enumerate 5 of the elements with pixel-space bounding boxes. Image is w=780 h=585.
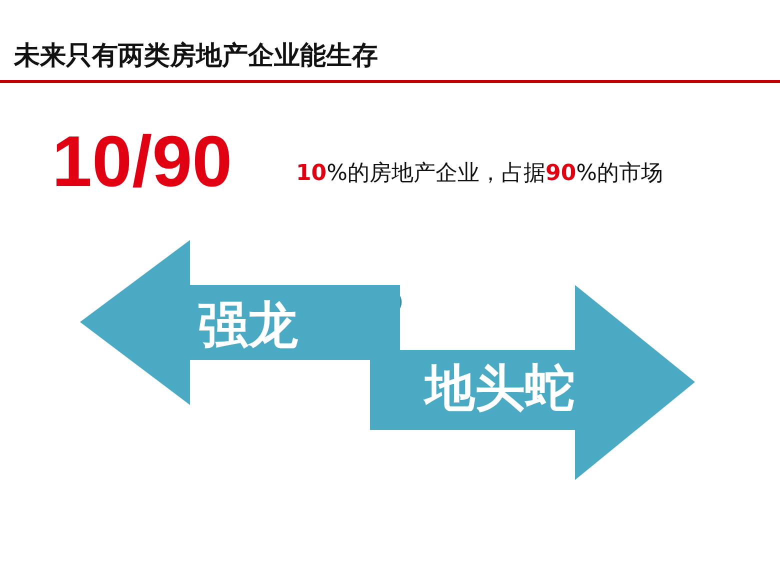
arrow-label: 地头蛇 [425, 363, 575, 413]
arrow-label: 强龙 [198, 300, 298, 350]
ratio-heading: 10/90 [52, 126, 232, 198]
slide-title: 未来只有两类房地产企业能生存 [14, 40, 378, 73]
statement-text: 10%的房地产企业，占据90%的市场 [296, 160, 664, 188]
